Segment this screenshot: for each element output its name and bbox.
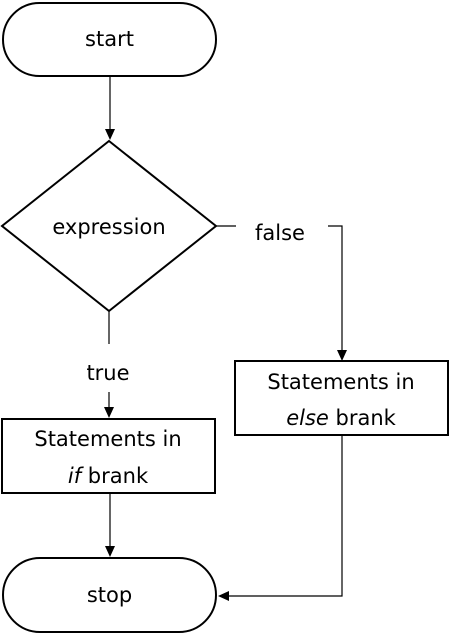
edge-else-to-stop [229,435,343,597]
start-label: start [85,27,134,51]
else-keyword: else [286,406,329,430]
arrowhead-start-to-decision [105,129,115,140]
false-branch-label: false [255,221,305,245]
start-node [2,2,217,77]
else-block-rest: brank [329,406,397,430]
if-block-node [1,418,216,494]
else-block-line2: else brank [286,406,396,430]
arrowhead-true-to-if [104,407,114,418]
edge-false-to-else [328,225,343,350]
arrowhead-else-to-stop [218,591,229,601]
decision-label: expression [52,215,165,239]
if-block-rest: brank [81,464,149,488]
if-keyword: if [68,464,85,488]
if-block-line2: if brank [68,464,149,488]
stop-label: stop [87,583,132,607]
true-branch-label: true [86,361,129,385]
else-block-line1: Statements in [267,370,414,394]
if-block-line1: Statements in [34,427,181,451]
arrowhead-false-to-else [337,350,347,361]
stop-node [2,557,217,633]
arrowhead-if-to-stop [105,546,115,557]
